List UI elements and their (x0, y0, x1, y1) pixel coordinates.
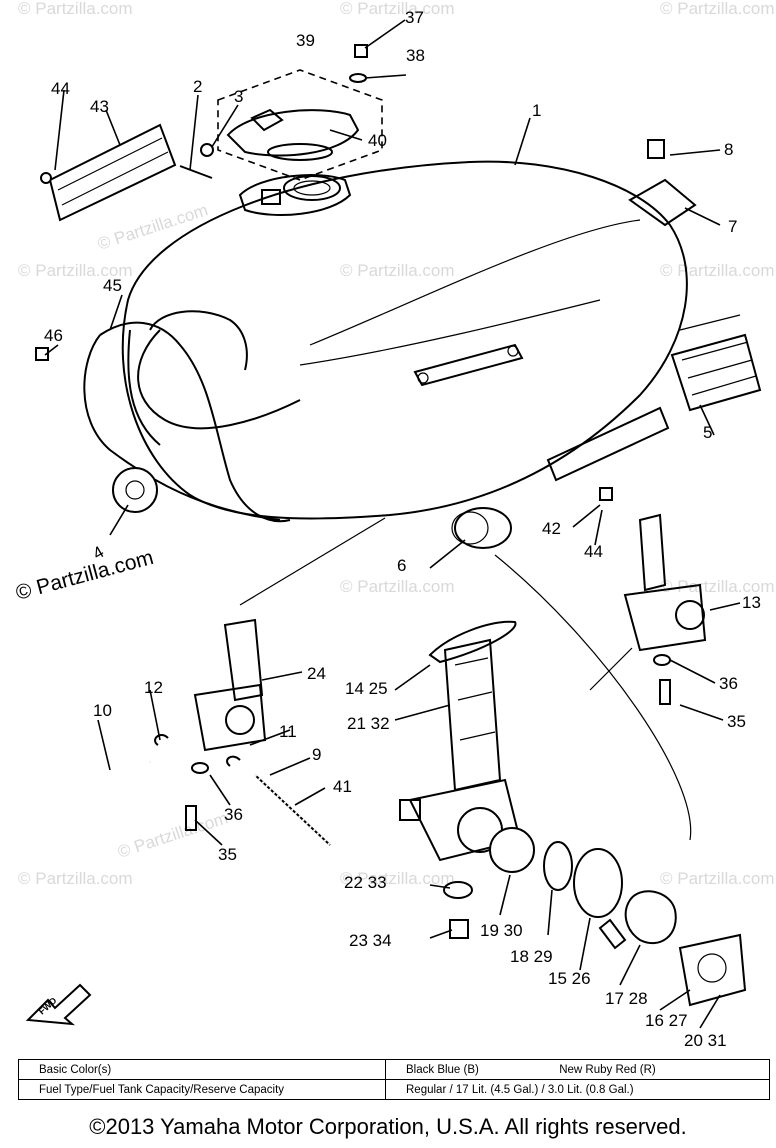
spec-value: Regular / 17 Lit. (4.5 Gal.) / 3.0 Lit. … (385, 1079, 770, 1100)
part-label: 36 (224, 805, 243, 824)
fasteners (35, 44, 671, 831)
part-label: 17 28 (605, 989, 648, 1008)
part-label: 43 (90, 97, 109, 116)
o-ring (428, 620, 517, 664)
fuel-tank-exploded-diagram: © Partzilla.com © Partzilla.com © Partzi… (13, 0, 774, 1050)
part-label: 35 (727, 712, 746, 731)
watermark: © Partzilla.com (18, 261, 133, 280)
rubber-damper (670, 333, 762, 412)
part-label: 15 26 (548, 969, 591, 988)
part-label: 23 34 (349, 931, 392, 950)
part-label: 12 (144, 678, 163, 697)
connector-lines (239, 314, 741, 841)
grommet (451, 507, 512, 549)
part-label: 21 32 (347, 714, 390, 733)
part-label: 35 (218, 845, 237, 864)
part-label: 16 27 (645, 1011, 688, 1030)
spec-label: Fuel Type/Fuel Tank Capacity/Reserve Cap… (18, 1079, 386, 1100)
copyright-notice: ©2013 Yamaha Motor Corporation, U.S.A. A… (89, 1114, 687, 1139)
tank-cap-nut (112, 467, 158, 513)
part-label: 6 (397, 556, 406, 575)
part-label: 10 (93, 701, 112, 720)
fwd-text: FWD (37, 995, 59, 1016)
table-row: Fuel Type/Fuel Tank Capacity/Reserve Cap… (18, 1079, 770, 1100)
part-label: 18 29 (510, 947, 553, 966)
fuel-tank (121, 160, 688, 520)
part-label: 8 (724, 140, 733, 159)
part-label: 2 (193, 77, 202, 96)
spring (254, 774, 331, 846)
spec-label: Basic Color(s) (18, 1059, 386, 1080)
part-label: 39 (296, 31, 315, 50)
watermark: © Partzilla.com (660, 261, 775, 280)
part-label: 36 (719, 674, 738, 693)
part-label: 44 (51, 79, 70, 98)
tank-pad (48, 123, 177, 222)
watermark: © Partzilla.com (660, 577, 775, 596)
watermark: © Partzilla.com (340, 577, 455, 596)
watermark-prominent: © Partzilla.com (13, 546, 156, 605)
watermark: © Partzilla.com (340, 261, 455, 280)
part-label: 42 (542, 519, 561, 538)
table-row: Basic Color(s) Black Blue (B) New Ruby R… (18, 1059, 770, 1080)
part-label: 14 25 (345, 679, 388, 698)
spec-value: Black Blue (B) New Ruby Red (R) (385, 1059, 770, 1080)
part-label: 7 (728, 217, 737, 236)
part-label: 46 (44, 326, 63, 345)
watermark: © Partzilla.com (660, 869, 775, 888)
part-label: 44 (584, 542, 603, 561)
watermark: © Partzilla.com (95, 200, 210, 253)
part-label: 1 (532, 101, 541, 120)
watermark: © Partzilla.com (18, 0, 133, 18)
watermark: © Partzilla.com (660, 0, 775, 18)
part-label: 11 (279, 722, 297, 741)
fuel-petcock-left (193, 618, 267, 752)
fuel-cap-assembly (217, 69, 383, 216)
part-labels: 1 2 3 4 5 6 7 8 9 10 11 12 13 14 25 19 3… (44, 8, 761, 1050)
part-label: 3 (234, 87, 243, 106)
fuel-petcock-right (623, 513, 707, 652)
watermark: © Partzilla.com (18, 869, 133, 888)
petcock-subparts (443, 827, 747, 1007)
tank-hose-loop (83, 321, 291, 523)
watermark: © Partzilla.com (340, 0, 455, 18)
spec-value-b: New Ruby Red (R) (559, 1063, 656, 1076)
watermark: © Partzilla.com (115, 808, 230, 861)
fuel-hose (64, 758, 152, 866)
part-label: 41 (333, 777, 352, 796)
spec-table: Basic Color(s) Black Blue (B) New Ruby R… (18, 1059, 770, 1100)
part-label: 19 30 (480, 921, 523, 940)
mount-bracket (628, 139, 697, 227)
spec-value-a: Regular / 17 Lit. (4.5 Gal.) / 3.0 Lit. … (406, 1083, 634, 1096)
spec-value-a: Black Blue (B) (406, 1063, 479, 1076)
watermark: © Partzilla.com (340, 869, 455, 888)
forward-arrow: FWD (25, 983, 92, 1026)
part-label: 9 (312, 745, 321, 764)
yamaha-emblem: YAMAHA (546, 406, 670, 482)
part-label: 5 (703, 423, 712, 442)
part-label: 40 (368, 131, 387, 150)
part-label: 38 (406, 46, 425, 65)
part-label: 37 (405, 8, 424, 27)
leader-lines (44, 19, 741, 1029)
part-label: 24 (307, 664, 326, 683)
part-label: 13 (742, 593, 761, 612)
part-label: 20 31 (684, 1031, 727, 1050)
part-label: 45 (103, 276, 122, 295)
watermark-layer: © Partzilla.com © Partzilla.com © Partzi… (13, 0, 774, 888)
part-label: 22 33 (344, 873, 387, 892)
